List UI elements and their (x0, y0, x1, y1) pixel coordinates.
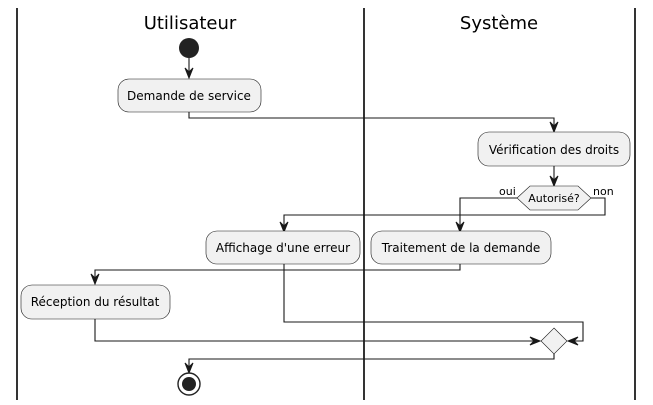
flow-receive-to-merge (94, 319, 535, 342)
activity-receive-result: Réception du résultat (20, 284, 171, 320)
arrowhead-merge-left (529, 336, 542, 346)
flow-merge-to-end (188, 354, 555, 369)
activity-request-label: Demande de service (127, 89, 251, 103)
arrowhead-check (549, 121, 559, 134)
end-node (177, 372, 201, 396)
decision-authorized: Autorisé? (516, 185, 592, 211)
flow-request-to-check (188, 112, 555, 128)
flow-decision-to-process (459, 197, 517, 226)
arrowhead-error (279, 221, 289, 234)
activity-receive-result-label: Réception du résultat (31, 295, 160, 309)
flow-error-to-merge (283, 264, 584, 342)
activity-show-error-label: Affichage d'une erreur (216, 241, 350, 255)
arrowhead-receive (90, 273, 100, 286)
arrowhead-merge-right (566, 336, 579, 346)
activity-request: Demande de service (117, 78, 262, 113)
activity-show-error: Affichage d'une erreur (205, 230, 361, 265)
arrowhead-end (184, 362, 194, 375)
guard-yes: oui (499, 185, 516, 198)
flow-decision-to-error (283, 197, 606, 226)
merge-node (540, 327, 568, 355)
activity-check-rights: Vérification des droits (477, 131, 631, 167)
arrowhead-request (184, 67, 194, 80)
activity-process-request-label: Traitement de la demande (381, 241, 540, 255)
activity-process-request: Traitement de la demande (370, 230, 552, 265)
start-node (179, 38, 199, 58)
arrowhead-decision (549, 175, 559, 188)
lane-title-systeme: Système (460, 13, 538, 34)
decision-authorized-label: Autorisé? (528, 192, 580, 205)
lane-title-utilisateur: Utilisateur (144, 13, 237, 34)
activity-check-rights-label: Vérification des droits (489, 143, 619, 157)
flow-process-to-receive (94, 264, 461, 280)
arrowhead-process (455, 221, 465, 234)
guard-no: non (593, 185, 614, 198)
